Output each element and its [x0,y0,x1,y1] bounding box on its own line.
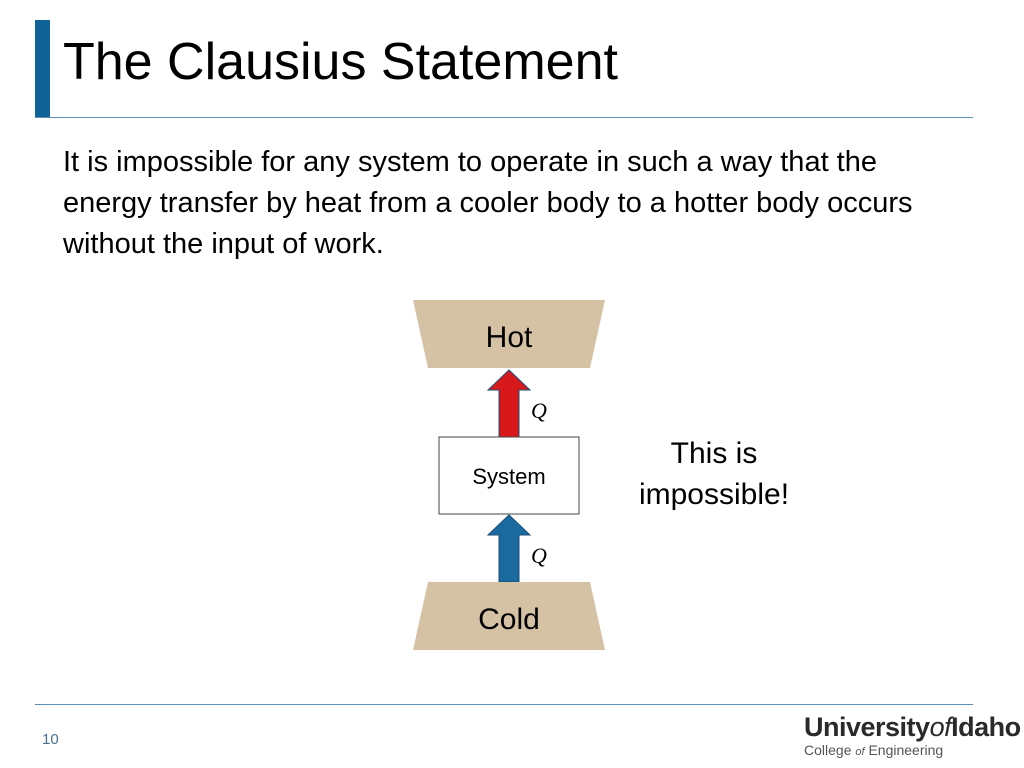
title-divider [35,117,973,118]
title-accent-bar [35,20,50,118]
page-number: 10 [42,731,59,748]
clausius-statement-text: It is impossible for any system to opera… [63,146,913,260]
hot-reservoir-label: Hot [486,321,533,354]
footer-divider [35,704,973,705]
impossible-note-line1: This is [671,437,758,470]
heat-to-hot-arrow [486,369,532,438]
cold-reservoir [413,582,605,650]
heat-from-cold-arrow [486,514,532,583]
heat-from-cold-label: Q [531,543,547,568]
impossible-note-line2: impossible! [639,478,789,511]
hot-reservoir [413,300,605,368]
university-of-idaho-logo: UniversityofIdaho College of Engineering [804,712,1021,762]
heat-to-hot-label: Q [531,398,547,423]
slide-title: The Clausius Statement [63,33,618,91]
system-label: System [472,464,545,489]
system-box [438,436,580,515]
logo-wordmark: UniversityofIdaho [804,712,1021,742]
cold-reservoir-label: Cold [478,603,540,636]
logo-college: College of Engineering [804,742,944,758]
